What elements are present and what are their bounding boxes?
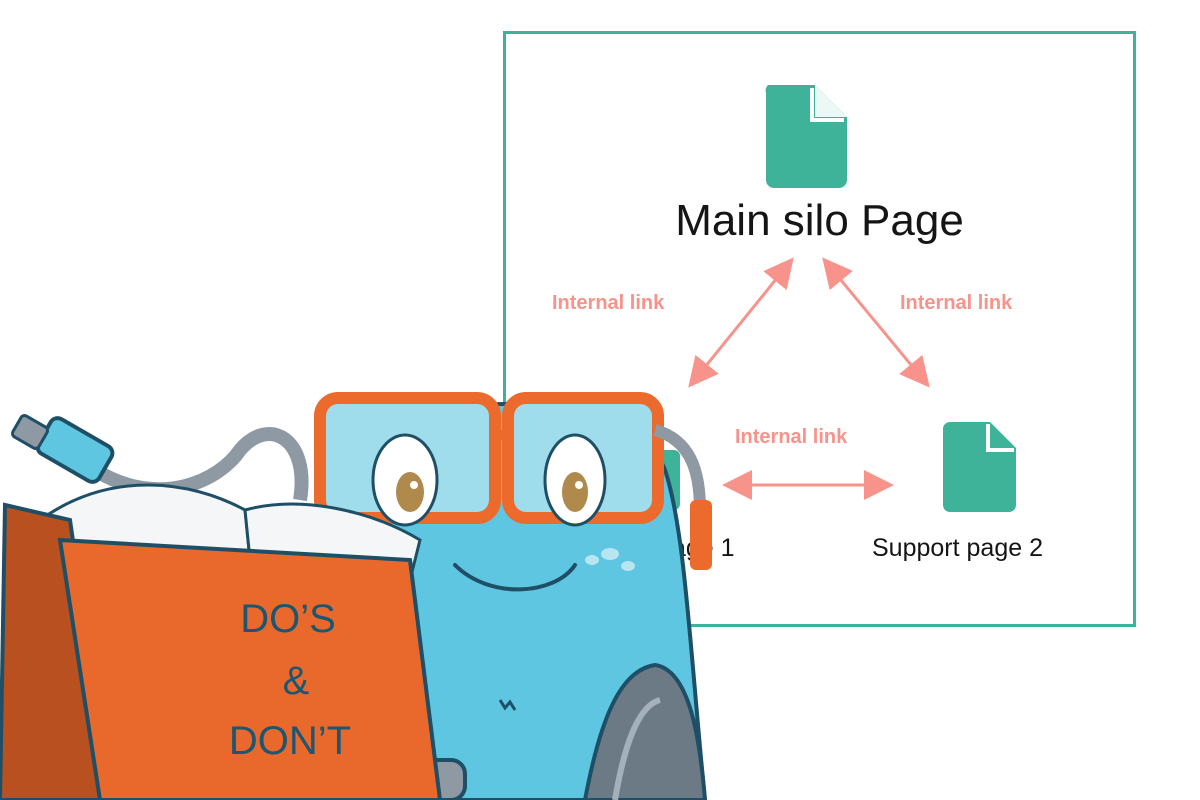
support-page-2-label: Support page 2 <box>872 534 1043 562</box>
book-title-line-1: DO’S <box>240 597 336 641</box>
main-page-document-icon <box>765 85 847 188</box>
arrow-left-link <box>688 257 794 388</box>
book-illustration <box>0 483 443 800</box>
arrow-right-link <box>822 257 930 388</box>
link-left-label: Internal link <box>552 292 665 314</box>
link-right-label: Internal link <box>900 292 1013 314</box>
book-title-line-2: & <box>282 659 310 703</box>
link-bottom-label: Internal link <box>735 426 848 448</box>
book-title-line-3: DON’T <box>228 719 352 763</box>
mascot-eyes <box>371 433 607 527</box>
support-page-2-document-icon <box>943 422 1016 512</box>
main-page-label: Main silo Page <box>675 196 964 245</box>
